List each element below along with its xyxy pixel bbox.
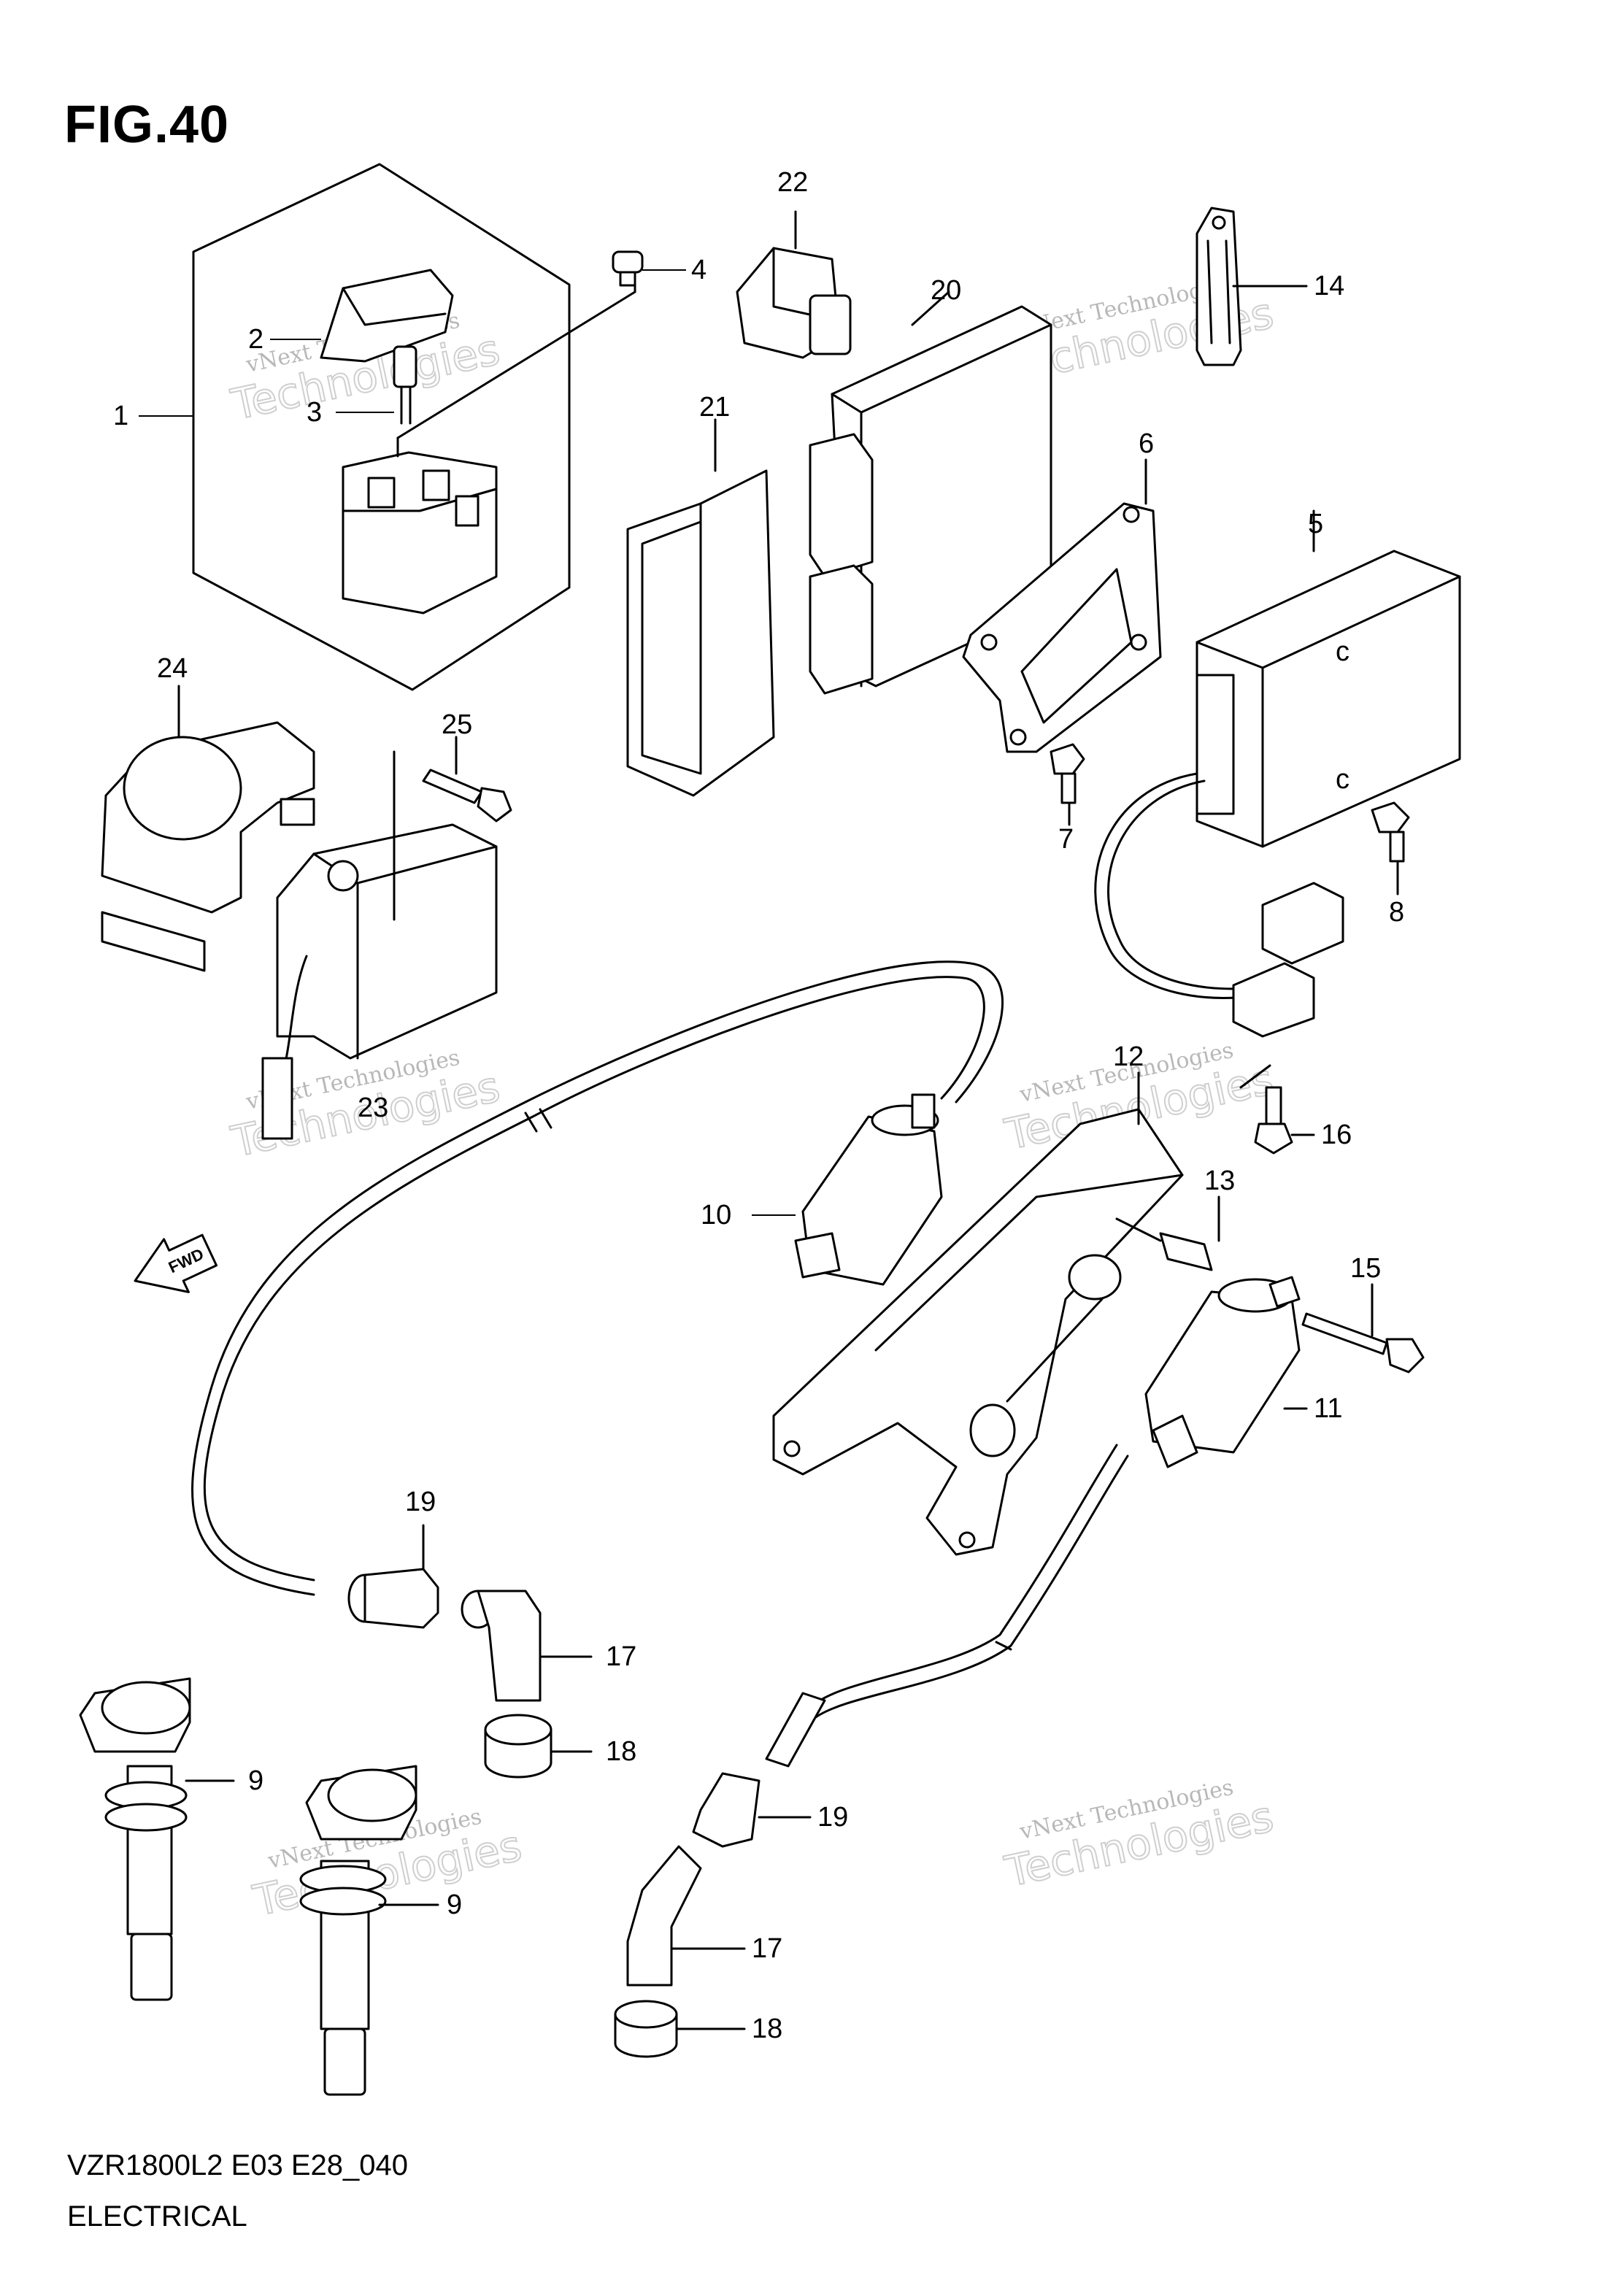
bolt-8 [1371,801,1410,895]
callout-9a: 9 [248,1765,263,1796]
callout-24: 24 [157,653,188,684]
callout-9b: 9 [447,1889,462,1920]
callout-22: 22 [777,167,808,198]
callout-8: 8 [1389,897,1404,928]
boot-19-lower [692,1772,812,1848]
callout-19a: 19 [405,1487,436,1517]
plug-cap-17-upper [461,1590,593,1702]
diagram-subtitle: ELECTRICAL [67,2200,247,2233]
callout-20: 20 [931,275,961,306]
sensor-23 [261,750,498,1140]
callout-15: 15 [1350,1253,1381,1284]
callout-5: 5 [1308,509,1323,539]
callout-7: 7 [1058,824,1074,855]
starter-relay-assembly [192,163,636,691]
ignition-coil-11 [1144,1276,1308,1468]
screw-4 [612,250,644,287]
callout-10: 10 [701,1200,731,1230]
spark-plug-cap-9-left [79,1677,235,2001]
callout-1: 1 [113,401,128,431]
coil-bracket-12 [772,1071,1184,1556]
svg-text:c: c [1336,636,1349,667]
callout-17b: 17 [752,1933,782,1964]
callout-19b: 19 [817,1802,848,1833]
bolt-7 [1050,743,1085,826]
strap-14 [1195,207,1308,366]
collar-13 [1115,1195,1220,1271]
plug-cap-17-lower [626,1845,746,1987]
bolt-15 [1301,1283,1425,1374]
diagram-code: VZR1800L2 E03 E28_040 [67,2149,409,2181]
spark-plug-cap-9-right [299,1765,439,2096]
callout-12: 12 [1113,1041,1144,1072]
callout-6: 6 [1139,428,1154,459]
boot-19-upper [347,1524,439,1629]
callout-numbers: 1 2 3 4 5 6 7 8 9 9 10 11 12 13 14 15 16… [113,167,1404,2044]
callout-25: 25 [442,709,472,740]
callout-11: 11 [1314,1393,1342,1424]
callout-21: 21 [699,392,730,423]
callout-4: 4 [691,255,706,285]
callout-23: 23 [358,1093,388,1123]
bolt-25 [422,736,512,823]
callout-14: 14 [1314,271,1344,301]
callout-18a: 18 [606,1736,636,1767]
callout-17a: 17 [606,1641,636,1672]
spark-plug-lead-short [765,1444,1129,1768]
forward-direction-badge: FWD [134,1233,218,1293]
callout-3: 3 [307,397,322,428]
control-unit-5: c c [1094,509,1461,1038]
figure-title: FIG.40 [64,96,230,154]
svg-text:c: c [1336,764,1349,795]
ring-18-upper [484,1714,593,1779]
callout-16: 16 [1321,1120,1352,1150]
relay-22 [736,210,852,359]
callout-18b: 18 [752,2014,782,2044]
ecm-cover-21 [626,418,775,797]
watermark-6: vNext Technologies Technologies [1000,1775,1279,1898]
ring-18-lower [614,2000,746,2058]
ignition-coil-10 [794,1093,943,1286]
bracket-6 [962,458,1162,753]
bracket-24 [101,685,315,972]
callout-2: 2 [248,324,263,355]
spark-plug-lead-long [191,960,1004,1596]
callout-leaders [139,269,796,1216]
bolt-16 [1239,1064,1315,1155]
callout-13: 13 [1204,1166,1235,1196]
